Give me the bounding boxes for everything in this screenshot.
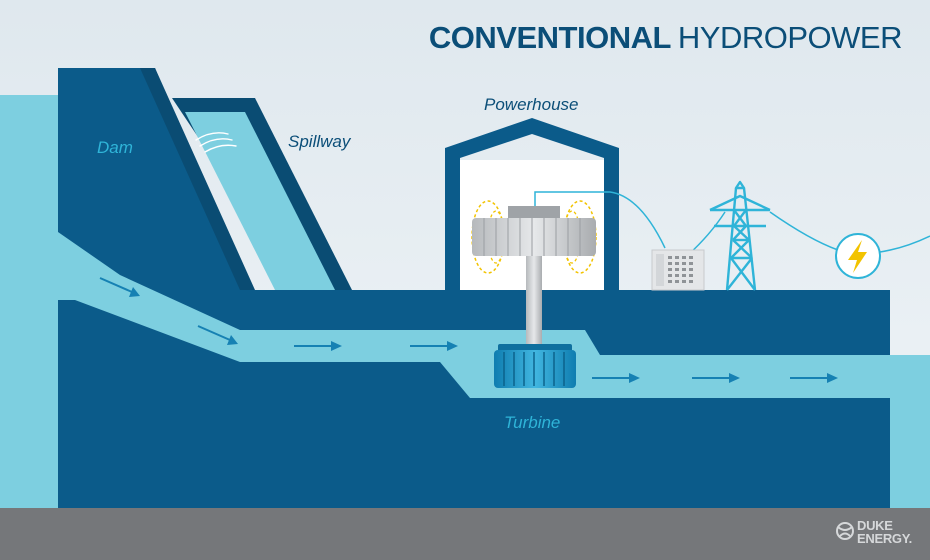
power-line bbox=[534, 191, 666, 249]
flow-arrow-icon bbox=[592, 373, 640, 383]
flow-arrow-icon bbox=[790, 373, 838, 383]
flow-arrow-icon bbox=[692, 373, 740, 383]
logo-line-1: DUKE bbox=[857, 518, 893, 533]
flow-arrow-icon bbox=[294, 341, 342, 351]
turbine-icon bbox=[494, 344, 576, 388]
flow-arrow-icon bbox=[197, 325, 238, 345]
duke-energy-logo: DUKE ENERGY. bbox=[836, 518, 912, 546]
spillway-splash-icon bbox=[195, 132, 237, 153]
flow-arrow-icon bbox=[99, 277, 140, 297]
title-bold: CONVENTIONAL bbox=[429, 20, 671, 55]
logo-line-2: ENERGY. bbox=[857, 531, 912, 546]
dam-structure bbox=[58, 68, 890, 520]
label-turbine: Turbine bbox=[504, 413, 560, 432]
penstock-channel bbox=[58, 232, 890, 398]
flow-arrow-icon bbox=[410, 341, 458, 351]
reservoir-water bbox=[0, 95, 60, 520]
spillway-water bbox=[185, 112, 335, 290]
label-dam: Dam bbox=[97, 138, 133, 157]
label-spillway: Spillway bbox=[288, 132, 352, 151]
power-line-3 bbox=[769, 211, 839, 251]
lightning-bolt-icon bbox=[835, 233, 881, 279]
label-powerhouse: Powerhouse bbox=[484, 95, 579, 114]
transmission-tower-icon bbox=[709, 180, 771, 291]
power-line-4 bbox=[879, 235, 930, 253]
title-regular: HYDROPOWER bbox=[678, 20, 902, 55]
river-water bbox=[890, 355, 930, 520]
flow-arrows bbox=[99, 277, 838, 383]
transformer-icon bbox=[651, 249, 705, 291]
duke-energy-logo-icon bbox=[836, 522, 854, 540]
turbine-shaft bbox=[526, 255, 542, 347]
dam-face-edge bbox=[140, 68, 255, 290]
generator-icon bbox=[471, 200, 597, 274]
ground bbox=[0, 508, 930, 560]
